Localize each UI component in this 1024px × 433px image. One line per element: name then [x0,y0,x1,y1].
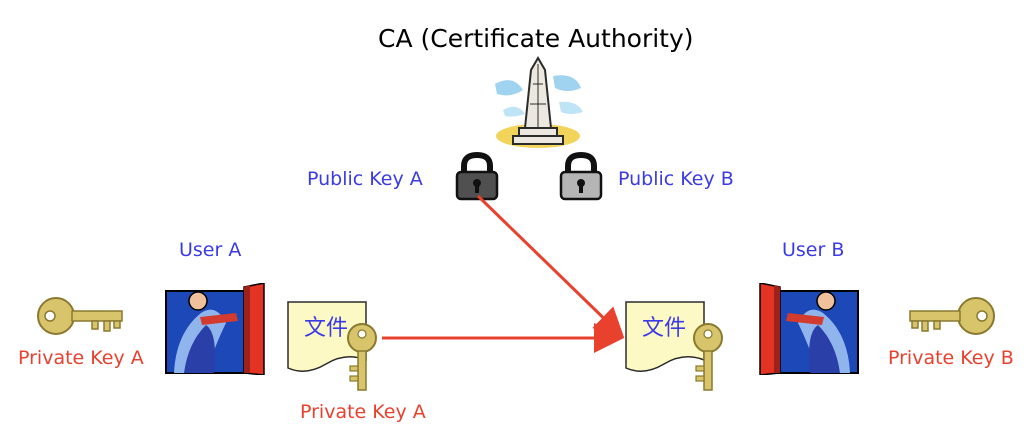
user-at-door-icon [759,283,859,375]
public-key-b-label: Public Key B [618,168,734,190]
document-label: 文件 [304,316,349,341]
ca-tower-icon [495,56,583,148]
key-icon [693,323,723,391]
document-label: 文件 [642,316,687,341]
key-icon [37,297,123,335]
user-at-door-icon [165,283,265,375]
key-icon [909,297,995,335]
public-key-a-label: Public Key A [307,168,423,190]
document-icon [625,301,705,372]
user-b-label: User B [782,239,845,261]
padlock-icon [559,152,603,201]
verify-arrow [476,194,625,339]
private-key-a-label: Private Key A [18,347,144,369]
padlock-icon [455,152,499,201]
key-icon [347,323,377,391]
user-a-label: User A [179,239,242,261]
private-key-b-label: Private Key B [888,347,1014,369]
page-title: CA (Certificate Authority) [378,24,694,53]
signing-key-label: Private Key A [300,401,426,423]
